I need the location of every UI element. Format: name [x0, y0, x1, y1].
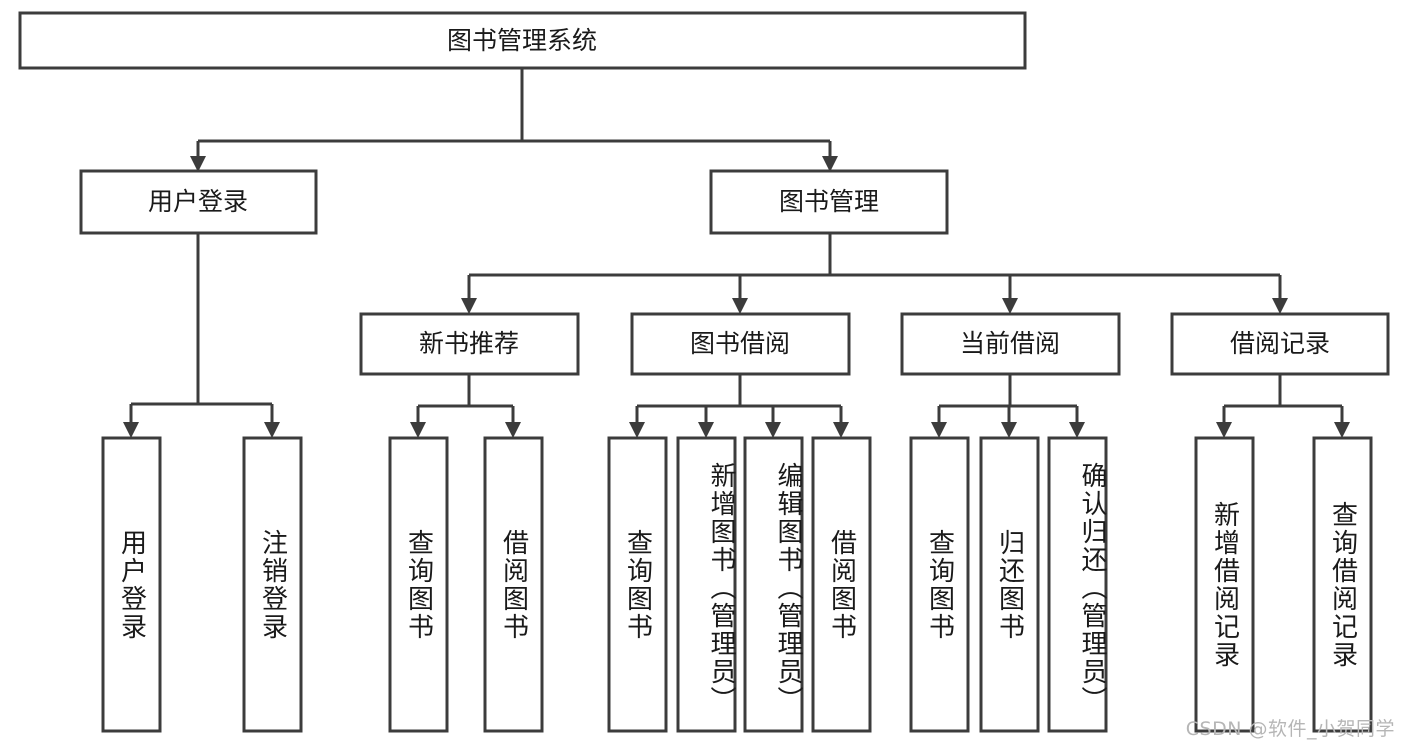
leaf-borrow-book-2-box[interactable] [811, 436, 872, 733]
node-book-borrow-label: 图书借阅 [690, 329, 790, 358]
node-root[interactable]: 图书管理系统 [18, 11, 1027, 70]
arrowhead-current-borrow [1002, 298, 1018, 314]
node-root-label: 图书管理系统 [447, 26, 597, 55]
leaf-add-book-box[interactable] [676, 436, 737, 733]
leaf-return-book-box[interactable] [979, 436, 1040, 733]
connector-group-root-to-level1 [190, 68, 838, 172]
leaf-user-logout-box[interactable] [242, 436, 303, 733]
leaf-user-login-box[interactable] [101, 436, 162, 733]
arrowhead-leaf-query-book-1 [410, 422, 426, 438]
arrowhead-leaf-user-login [123, 422, 139, 438]
node-user-login[interactable]: 用户登录 [79, 169, 318, 235]
arrowhead-book-manage [822, 156, 838, 172]
arrowhead-leaf-query-record [1334, 422, 1350, 438]
node-current-borrow-label: 当前借阅 [960, 329, 1060, 358]
arrowhead-leaf-user-logout [264, 422, 280, 438]
arrowhead-leaf-borrow-book-2 [833, 422, 849, 438]
connector-group-current-borrow-to-leaves [931, 374, 1085, 438]
arrowhead-leaf-borrow-book-1 [505, 422, 521, 438]
arrowhead-user-login [190, 156, 206, 172]
connector-group-user-login-to-leaves [123, 233, 280, 438]
node-book-borrow[interactable]: 图书借阅 [630, 312, 851, 376]
leaf-query-book-2-box[interactable] [607, 436, 668, 733]
leaf-query-record-box[interactable] [1312, 436, 1373, 733]
leaf-add-record-box[interactable] [1194, 436, 1255, 733]
node-book-manage-box[interactable] [709, 169, 949, 235]
leaf-edit-book-box[interactable] [743, 436, 804, 733]
node-current-borrow-box[interactable] [900, 312, 1121, 376]
connector-group-book-manage-to-level2 [461, 233, 1288, 314]
node-current-borrow[interactable]: 当前借阅 [900, 312, 1121, 376]
leaf-confirm-return-box[interactable] [1047, 436, 1108, 733]
arrowhead-book-borrow [732, 298, 748, 314]
node-book-manage[interactable]: 图书管理 [709, 169, 949, 235]
node-user-login-box[interactable] [79, 169, 318, 235]
arrowhead-leaf-edit-book [765, 422, 781, 438]
connector-group-borrow-record-to-leaves [1216, 374, 1350, 438]
arrowhead-leaf-query-book-2 [629, 422, 645, 438]
leaf-query-book-1-box[interactable] [388, 436, 449, 733]
node-borrow-record-label: 借阅记录 [1230, 329, 1330, 358]
node-new-book-recommend-label: 新书推荐 [419, 329, 519, 358]
node-book-borrow-box[interactable] [630, 312, 851, 376]
node-new-book-recommend-box[interactable] [359, 312, 580, 376]
arrowhead-leaf-add-record [1216, 422, 1232, 438]
node-root-box[interactable] [18, 11, 1027, 70]
arrowhead-leaf-confirm-return [1069, 422, 1085, 438]
arrowhead-leaf-query-book-3 [931, 422, 947, 438]
arrowhead-leaf-add-book [698, 422, 714, 438]
arrowhead-borrow-record [1272, 298, 1288, 314]
connector-group-new-book-recommend-to-leaves [410, 374, 521, 438]
csdn-watermark: CSDN @软件_小贺同学 [1185, 718, 1395, 740]
node-book-manage-label: 图书管理 [779, 187, 879, 216]
node-borrow-record[interactable]: 借阅记录 [1170, 312, 1390, 376]
arrowhead-new-book-recommend [461, 298, 477, 314]
leaf-borrow-book-1-box[interactable] [483, 436, 544, 733]
leaf-boxes [101, 436, 1373, 733]
node-user-login-label: 用户登录 [148, 187, 248, 216]
leaf-query-book-3-box[interactable] [909, 436, 970, 733]
connector-group-book-borrow-to-leaves [629, 374, 849, 438]
arrowhead-leaf-return-book [1001, 422, 1017, 438]
node-borrow-record-box[interactable] [1170, 312, 1390, 376]
node-new-book-recommend[interactable]: 新书推荐 [359, 312, 580, 376]
